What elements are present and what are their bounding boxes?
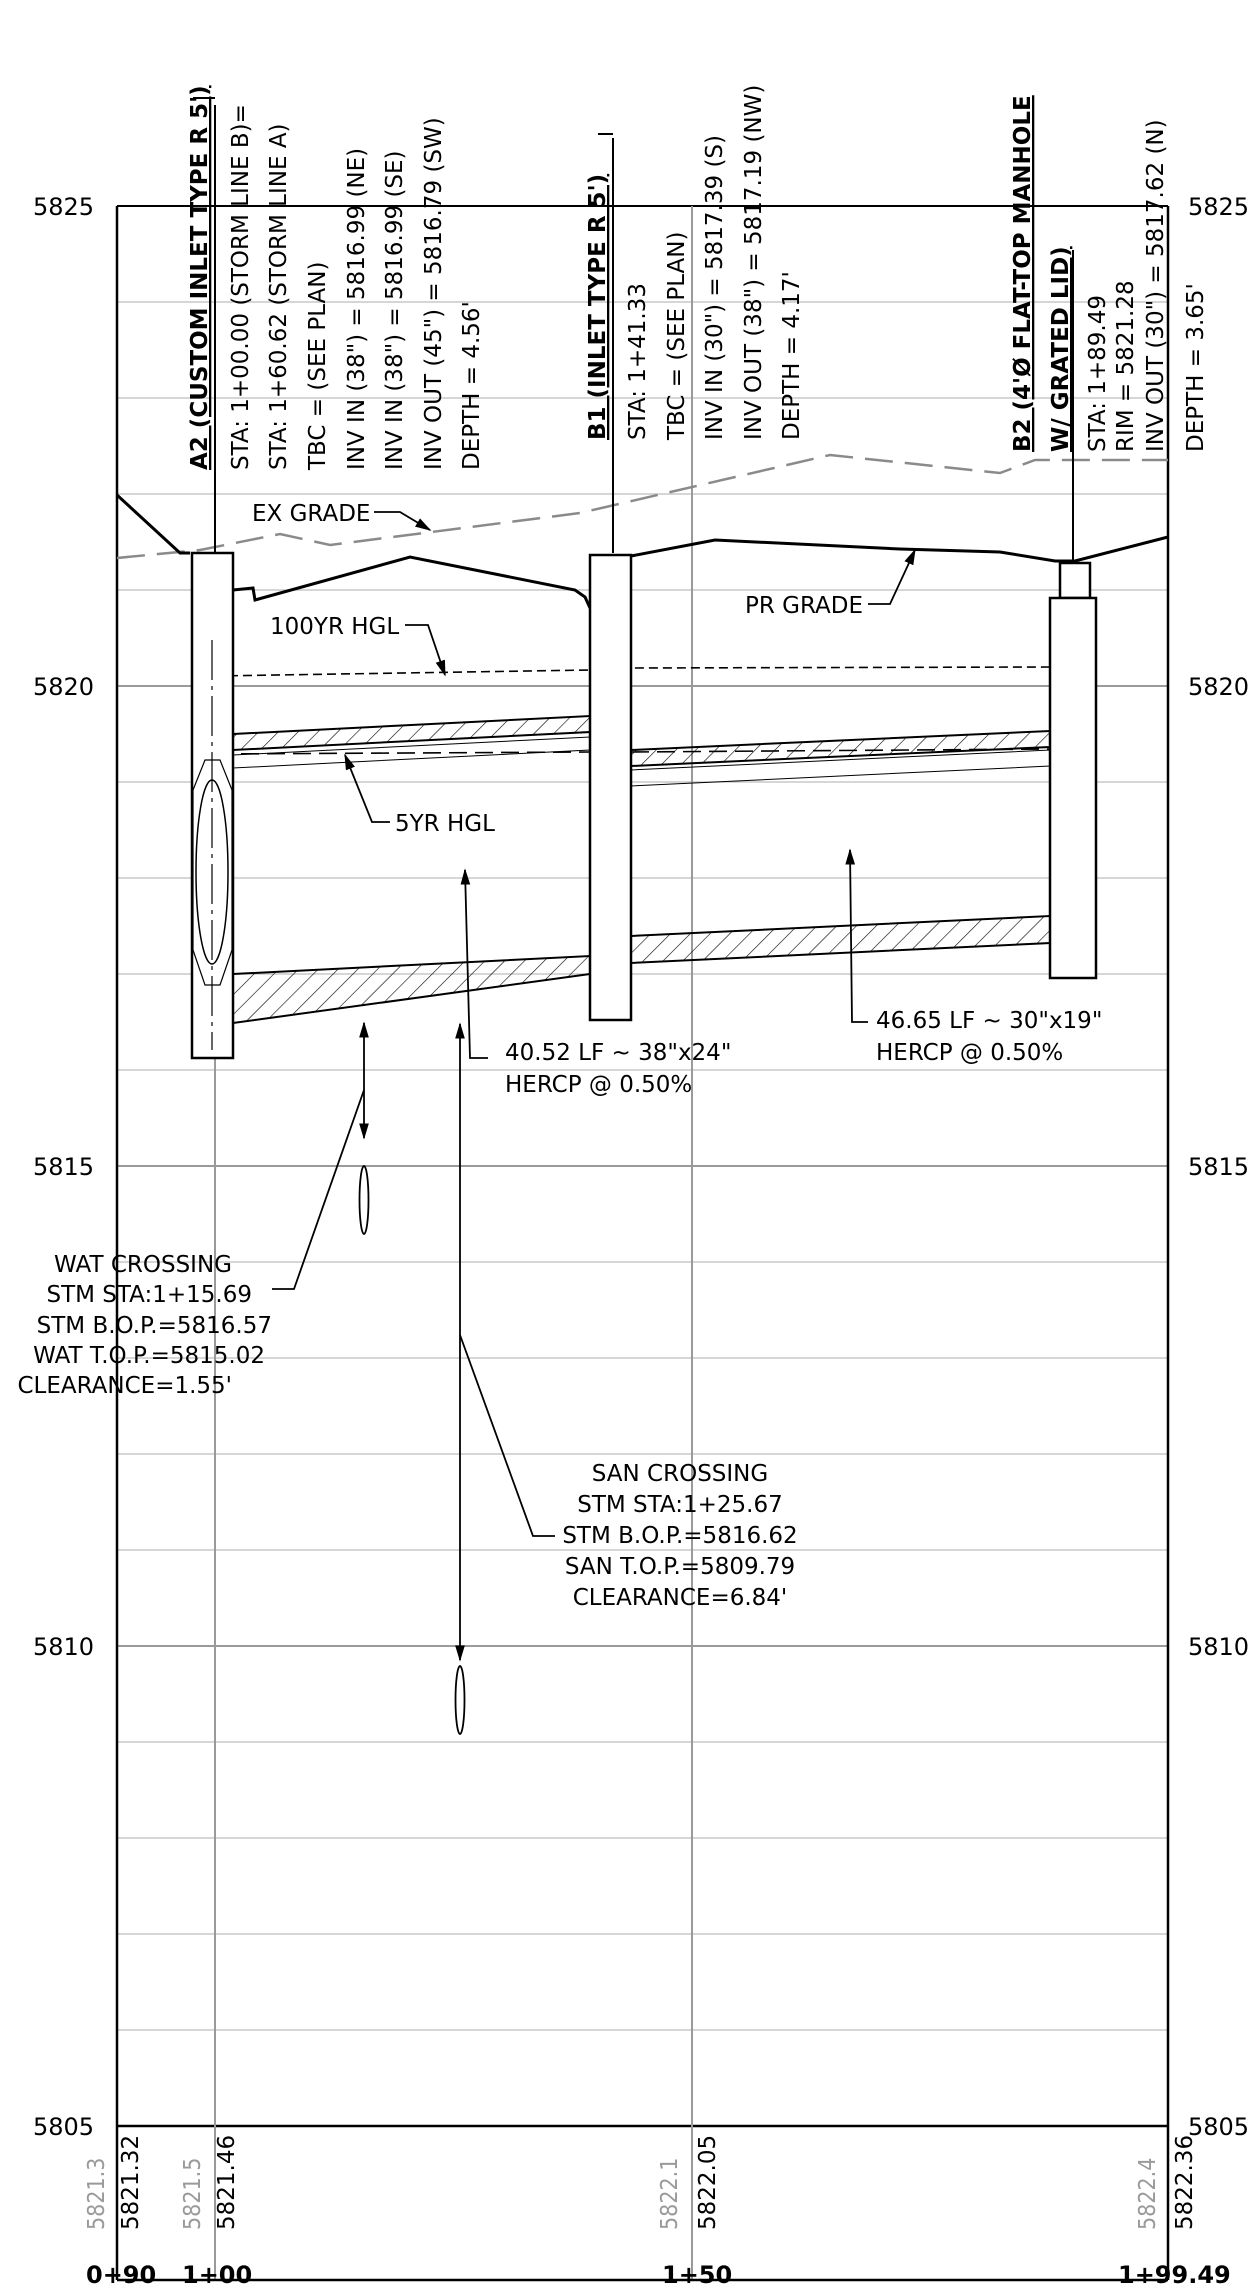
pipe1-label-line-2: HERCP @ 0.50% [505,1072,692,1098]
water-crossing-callout: WAT CROSSING STM STA:1+15.69 STM B.O.P.=… [17,1252,272,1399]
station-label-1+00: 1+00 [182,2261,252,2287]
elev-label-5805-left: 5805 [33,2113,94,2141]
pipe2-label-line-2: HERCP @ 0.50% [876,1040,1063,1066]
elev-label-5810-right: 5810 [1188,1633,1249,1661]
elevation-labels-right: 5825 5820 5815 5810 5805 [1188,193,1249,2141]
structure-b1 [588,553,633,1022]
hgl-5yr-label: 5YR HGL [395,811,495,837]
hgl-100yr-label: 100YR HGL [270,614,399,640]
wat-crossing-sta: STM STA:1+15.69 [47,1282,253,1308]
elev-label-5810-left: 5810 [33,1633,94,1661]
a2-line-1: STA: 1+00.00 (STORM LINE B)= [228,104,254,470]
pr-grade-1+99.49: 5822.36 [1172,2135,1198,2230]
b2-line-1: STA: 1+89.49 [1085,295,1111,452]
pipe2-label-line-1: 46.65 LF ~ 30"x19" [876,1008,1102,1034]
ex-grade-1+50: 5822.1 [657,2158,683,2230]
grade-table: 5821.3 5821.32 5821.5 5821.46 5822.1 582… [84,2135,1198,2230]
ex-grade-1+99.49: 5822.4 [1135,2158,1161,2230]
b1-line-5: DEPTH = 4.17' [779,271,805,440]
a2-line-5: INV IN (38") = 5816.99 (SE) [382,150,408,470]
ex-grade-0+90: 5821.3 [84,2158,110,2230]
pr-grade-label: PR GRADE [745,593,863,619]
annotation-leaders [344,511,916,1059]
a2-line-7: DEPTH = 4.56' [459,301,485,470]
wat-crossing-bop: STM B.O.P.=5816.57 [37,1313,272,1339]
wat-crossing-top: WAT T.O.P.=5815.02 [33,1343,265,1369]
pr-grade-1+50: 5822.05 [695,2135,721,2230]
pr-grade-1+00: 5821.46 [214,2135,240,2230]
b2-title-line-1: B2 (4'Ø FLAT-TOP MANHOLE [1010,95,1036,452]
elev-label-5825-right: 5825 [1188,193,1249,221]
a2-line-4: INV IN (38") = 5816.99 (NE) [344,148,370,470]
station-label-0+90: 0+90 [86,2261,156,2287]
profile-grid [117,205,1168,2280]
b2-line-3: INV OUT (30") = 5817.62 (N) [1143,119,1169,452]
pipe-a2-b1 [232,714,591,1025]
elev-label-5815-right: 5815 [1188,1153,1249,1181]
san-crossing-bop: STM B.O.P.=5816.62 [562,1523,797,1549]
elev-label-5820-right: 5820 [1188,673,1249,701]
a2-line-3: TBC = (SEE PLAN) [305,262,331,471]
profile-frame [115,206,1170,2282]
hgl-100yr-line [214,666,1051,677]
station-labels: 0+90 1+00 1+50 1+99.49 [86,2261,1231,2287]
a2-label-block: A2 (CUSTOM INLET TYPE R 5') STA: 1+00.00… [187,85,485,471]
station-label-1+50: 1+50 [662,2261,732,2287]
annotation-labels: EX GRADE PR GRADE 100YR HGL 5YR HGL 40.5… [252,501,1102,1098]
b1-line-1: STA: 1+41.33 [625,283,651,440]
pr-grade-0+90: 5821.32 [118,2135,144,2230]
b2-title-line-2: W/ GRATED LID) [1048,246,1074,452]
san-crossing-sta: STM STA:1+25.67 [577,1492,783,1518]
san-crossing-top: SAN T.O.P.=5809.79 [565,1554,795,1580]
pipe-b1-b2 [630,729,1051,965]
station-label-1+99.49: 1+99.49 [1118,2261,1231,2287]
existing-grade-line [116,453,1168,560]
b1-label-block: B1 (INLET TYPE R 5') STA: 1+41.33 TBC = … [585,85,805,441]
b2-label-block: B2 (4'Ø FLAT-TOP MANHOLE W/ GRATED LID) … [1010,95,1209,452]
ex-grade-label: EX GRADE [252,501,370,527]
a2-line-2: STA: 1+60.62 (STORM LINE A) [266,123,292,470]
elevation-labels-left: 5825 5820 5815 5810 5805 [33,193,94,2141]
san-crossing-clearance: CLEARANCE=6.84' [573,1585,788,1611]
structure-leader-lines [117,97,1074,563]
elev-label-5815-left: 5815 [33,1153,94,1181]
b1-line-2: TBC = (SEE PLAN) [664,232,690,441]
b2-line-4: DEPTH = 3.65' [1183,283,1209,452]
elev-label-5825-left: 5825 [33,193,94,221]
wat-crossing-title: WAT CROSSING [54,1252,232,1278]
structure-a2 [190,551,235,1060]
b1-line-4: INV OUT (38") = 5817.19 (NW) [741,85,767,440]
structure-b2 [1048,561,1098,980]
wat-crossing-clearance: CLEARANCE=1.55' [17,1373,232,1399]
b1-line-3: INV IN (30") = 5817.39 (S) [702,135,728,440]
elev-label-5820-left: 5820 [33,673,94,701]
water-crossing-marker [272,1021,370,1290]
b1-title: B1 (INLET TYPE R 5') [585,174,611,440]
san-crossing-title: SAN CROSSING [592,1461,768,1487]
elev-label-5805-right: 5805 [1188,2113,1249,2141]
sanitary-crossing-marker [454,1022,555,1735]
sanitary-crossing-callout: SAN CROSSING STM STA:1+25.67 STM B.O.P.=… [562,1461,797,1611]
pipe1-label-line-1: 40.52 LF ~ 38"x24" [505,1040,731,1066]
ex-grade-1+00: 5821.5 [180,2158,206,2230]
b2-line-2: RIM = 5821.28 [1113,280,1139,452]
a2-title: A2 (CUSTOM INLET TYPE R 5') [187,85,213,470]
a2-line-6: INV OUT (45") = 5816.79 (SW) [421,117,447,470]
